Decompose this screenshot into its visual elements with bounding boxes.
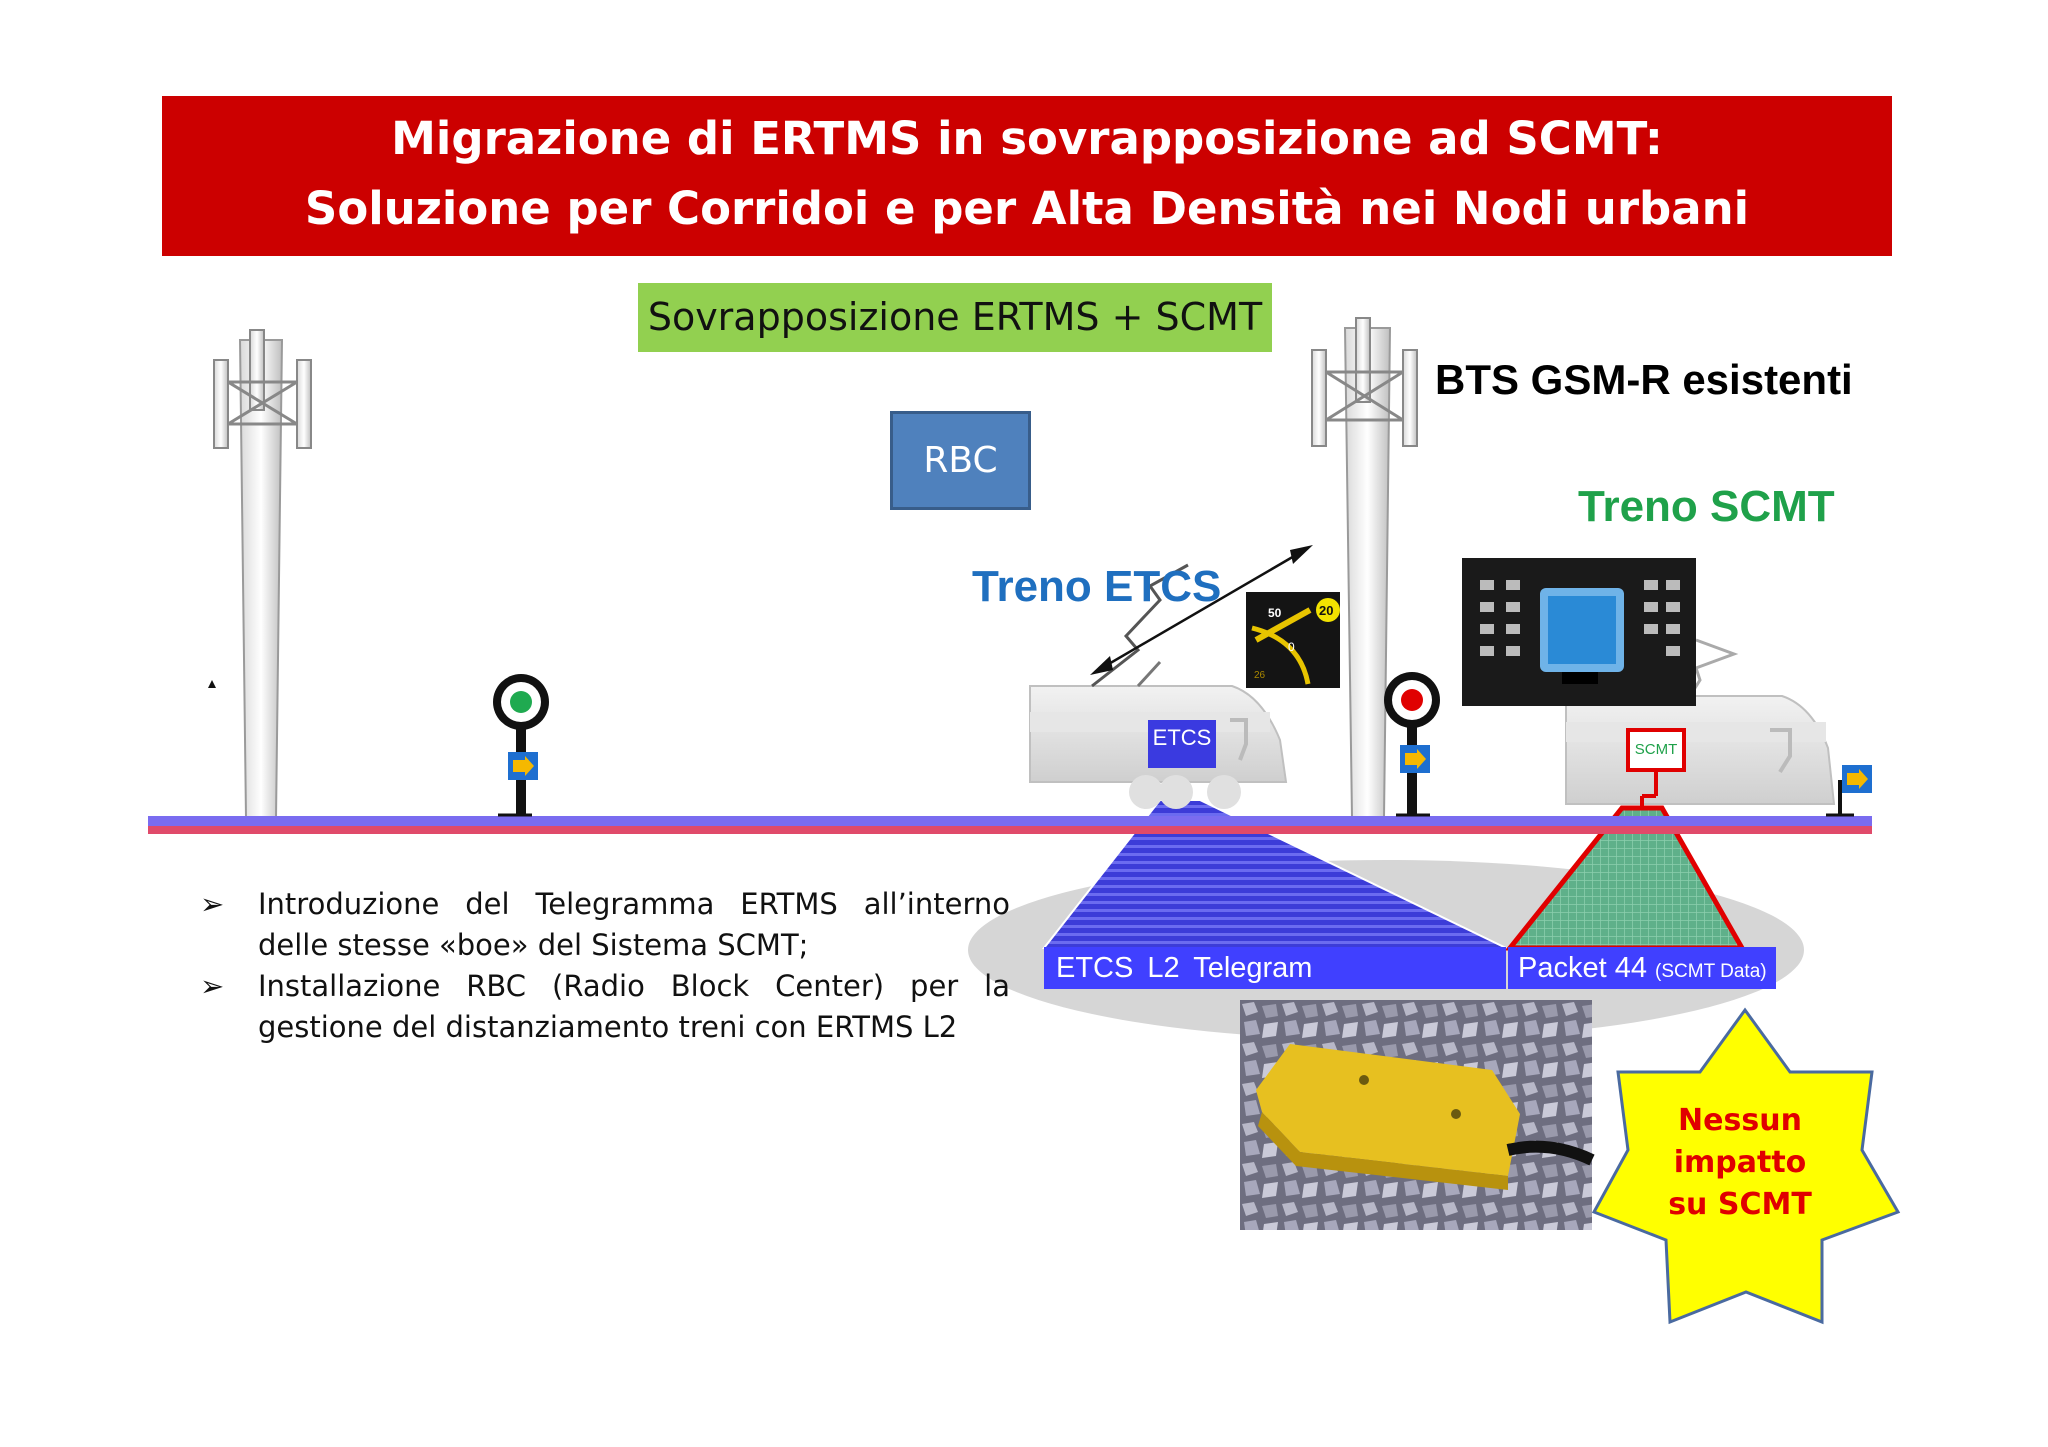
star-badge bbox=[1591, 1007, 1901, 1325]
packet-label-main: Packet 44 bbox=[1518, 952, 1647, 984]
etcs-tag: ETCS bbox=[1148, 720, 1216, 768]
cab-display bbox=[1462, 558, 1696, 706]
packet-label-sub: (SCMT Data) bbox=[1655, 961, 1767, 982]
arrow-bullet-icon: ➢ bbox=[200, 969, 225, 1003]
star-text-line-1: Nessun bbox=[1678, 1103, 1802, 1138]
speedo-50: 50 bbox=[1268, 606, 1282, 620]
star-text: Nessun impatto su SCMT bbox=[1650, 1100, 1830, 1226]
title-line-2: Soluzione per Corridoi e per Alta Densit… bbox=[304, 182, 1750, 235]
star-text-line-3: su SCMT bbox=[1668, 1187, 1812, 1222]
left-tower bbox=[213, 329, 312, 819]
track bbox=[148, 816, 1872, 826]
bts-label: BTS GSM-R esistenti bbox=[1435, 356, 1853, 403]
rbc-box: RBC bbox=[890, 411, 1031, 510]
scmt-tag: SCMT bbox=[1626, 728, 1686, 772]
speedo-20: 20 bbox=[1319, 603, 1334, 618]
bullet-item: ➢Introduzione del Telegramma ERTMS all’i… bbox=[200, 884, 1010, 966]
radio-link-arrow bbox=[1090, 545, 1313, 675]
title-banner: Migrazione di ERTMS in sovrapposizione a… bbox=[162, 96, 1892, 256]
bullet-list: ➢Introduzione del Telegramma ERTMS all’i… bbox=[200, 884, 1010, 1048]
treno-etcs-label: Treno ETCS bbox=[972, 562, 1222, 611]
bullet-item: ➢Installazione RBC (Radio Block Center) … bbox=[200, 966, 1010, 1048]
subtitle-box: Sovrapposizione ERTMS + SCMT bbox=[638, 283, 1272, 352]
right-tower bbox=[1311, 317, 1418, 819]
star-text-line-2: impatto bbox=[1673, 1145, 1807, 1180]
packet-44-label: Packet 44 (SCMT Data) bbox=[1508, 947, 1776, 989]
treno-scmt-label: Treno SCMT bbox=[1578, 482, 1835, 531]
speedo-0: 0 bbox=[1288, 640, 1295, 654]
balise-photo bbox=[1240, 1000, 1595, 1230]
arrow-bullet-icon: ➢ bbox=[200, 887, 225, 921]
signal-right bbox=[1826, 765, 1872, 817]
speedometer bbox=[1246, 592, 1340, 688]
signal-red bbox=[1384, 672, 1440, 817]
speedo-26: 26 bbox=[1254, 670, 1266, 681]
signal-green bbox=[493, 674, 549, 817]
etcs-telegram-label: ETCS L2 Telegram bbox=[1044, 947, 1506, 989]
title-line-1: Migrazione di ERTMS in sovrapposizione a… bbox=[391, 112, 1663, 165]
